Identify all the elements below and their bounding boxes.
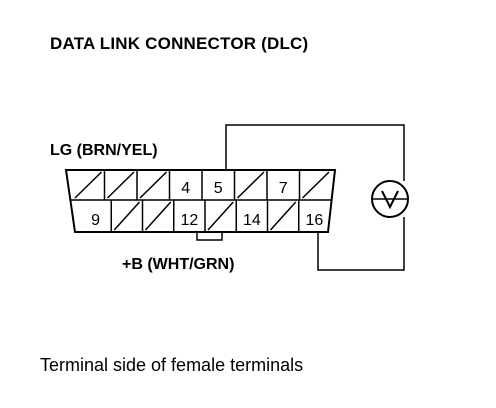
lg-wire bbox=[225, 124, 405, 181]
connector-latch bbox=[196, 232, 223, 241]
top-row-tick bbox=[195, 170, 201, 174]
top-row-blank-terminal bbox=[74, 171, 103, 199]
voltmeter-icon bbox=[371, 180, 409, 218]
bottom-row-tick bbox=[261, 200, 266, 204]
bottom-row-blank-terminal bbox=[269, 201, 297, 231]
terminal-12-label: 12 bbox=[180, 212, 198, 229]
b-plus-wire-label: +B (WHT/GRN) bbox=[122, 256, 235, 273]
terminal-7-label: 7 bbox=[279, 180, 288, 197]
bottom-row-tick bbox=[198, 200, 204, 204]
top-row-blank-terminal bbox=[106, 171, 135, 199]
top-row-tick bbox=[293, 170, 298, 174]
top-row-blank-terminal bbox=[139, 171, 168, 199]
diagram-title: DATA LINK CONNECTOR (DLC) bbox=[50, 34, 309, 53]
bottom-row-blank-terminal bbox=[207, 201, 234, 231]
bottom-row-blank-terminal bbox=[113, 201, 141, 231]
diagram-caption: Terminal side of female terminals bbox=[40, 355, 304, 375]
terminal-5-label: 5 bbox=[214, 180, 223, 197]
b-plus-wire bbox=[317, 217, 405, 271]
top-row-blank-terminal bbox=[301, 171, 330, 199]
connector-outline bbox=[64, 169, 337, 233]
lg-wire-label: LG (BRN/YEL) bbox=[50, 142, 158, 159]
terminal-14-label: 14 bbox=[243, 212, 261, 229]
top-row-tick bbox=[228, 170, 233, 174]
connector-top-row: 4 5 7 bbox=[74, 170, 330, 200]
connector-bottom-row: 9 12 14 16 bbox=[91, 200, 329, 232]
terminal-16-label: 16 bbox=[305, 212, 323, 229]
bottom-row-tick bbox=[105, 200, 110, 204]
terminal-9-label: 9 bbox=[91, 212, 100, 229]
bottom-row-blank-terminal bbox=[144, 201, 172, 231]
terminal-4-label: 4 bbox=[181, 180, 190, 197]
top-row-blank-terminal bbox=[236, 171, 265, 199]
bottom-row-tick bbox=[323, 200, 329, 204]
